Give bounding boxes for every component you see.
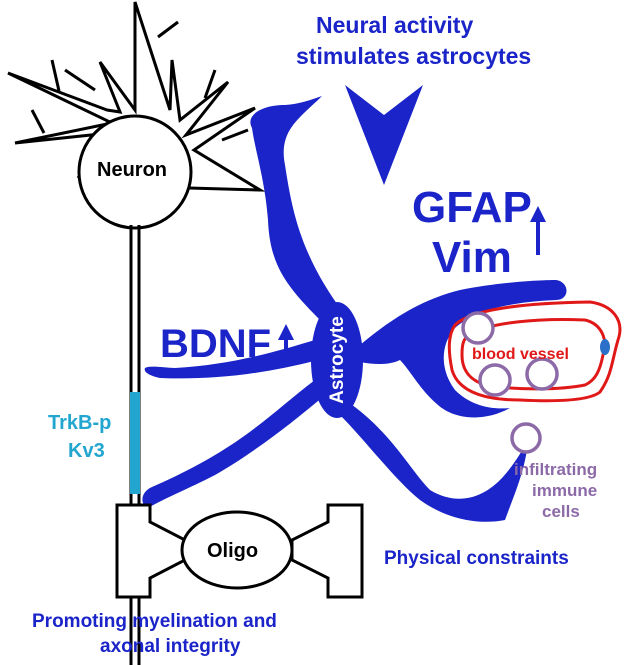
vim-label: Vim (432, 233, 512, 282)
axon (129, 225, 141, 665)
immune-label-3: cells (542, 502, 580, 521)
bdnf-label: BDNF (160, 322, 272, 366)
immune-label-1: infiltrating (514, 460, 598, 479)
blood-vessel (447, 300, 622, 403)
neuron-soma (77, 114, 193, 230)
astrocyte-endfoot (360, 280, 567, 418)
astrocyte-process-bottom (340, 400, 528, 522)
constraints-label: Physical constraints (384, 548, 569, 569)
vessel-outer (447, 300, 622, 403)
oligo-label: Oligo (207, 540, 259, 562)
oligodendrocyte (115, 503, 364, 599)
astrocyte-process-top (250, 96, 345, 330)
vessel-label: blood vessel (472, 346, 569, 363)
immune-label-2: immune (532, 481, 598, 500)
immune-cell (510, 422, 542, 454)
oligo-soma (180, 510, 294, 590)
title-line-1: Neural activity (316, 12, 474, 38)
trkb-label: TrkB-p (48, 412, 112, 434)
vessel-inner (460, 318, 607, 391)
astrocyte-process-left-upper (144, 340, 318, 379)
up-arrows (278, 206, 546, 365)
title-line-2: stimulates astrocytes (296, 43, 532, 69)
astrocyte-soma (311, 302, 363, 418)
myelination-line-2: axonal integrity (100, 636, 241, 657)
astrocyte (142, 96, 567, 522)
kv3-label: Kv3 (68, 440, 105, 462)
vessel-nucleus (600, 339, 610, 355)
neuron (7, 1, 266, 230)
astrocyte-process-left-lower (142, 380, 325, 508)
immune-cell (525, 357, 559, 391)
immune-cell (478, 363, 512, 397)
oligo-sheath-left (115, 503, 187, 599)
activity-arrowhead (345, 85, 423, 185)
gfap-label: GFAP (412, 183, 532, 232)
astrocyte-label: Astrocyte (327, 316, 348, 404)
myelination-line-1: Promoting myelination and (32, 611, 277, 632)
immune-cells (461, 311, 559, 454)
trkb-segment (130, 392, 140, 494)
oligo-sheath-right (290, 503, 364, 599)
immune-cell (461, 311, 495, 345)
neuron-label: Neuron (97, 159, 167, 181)
